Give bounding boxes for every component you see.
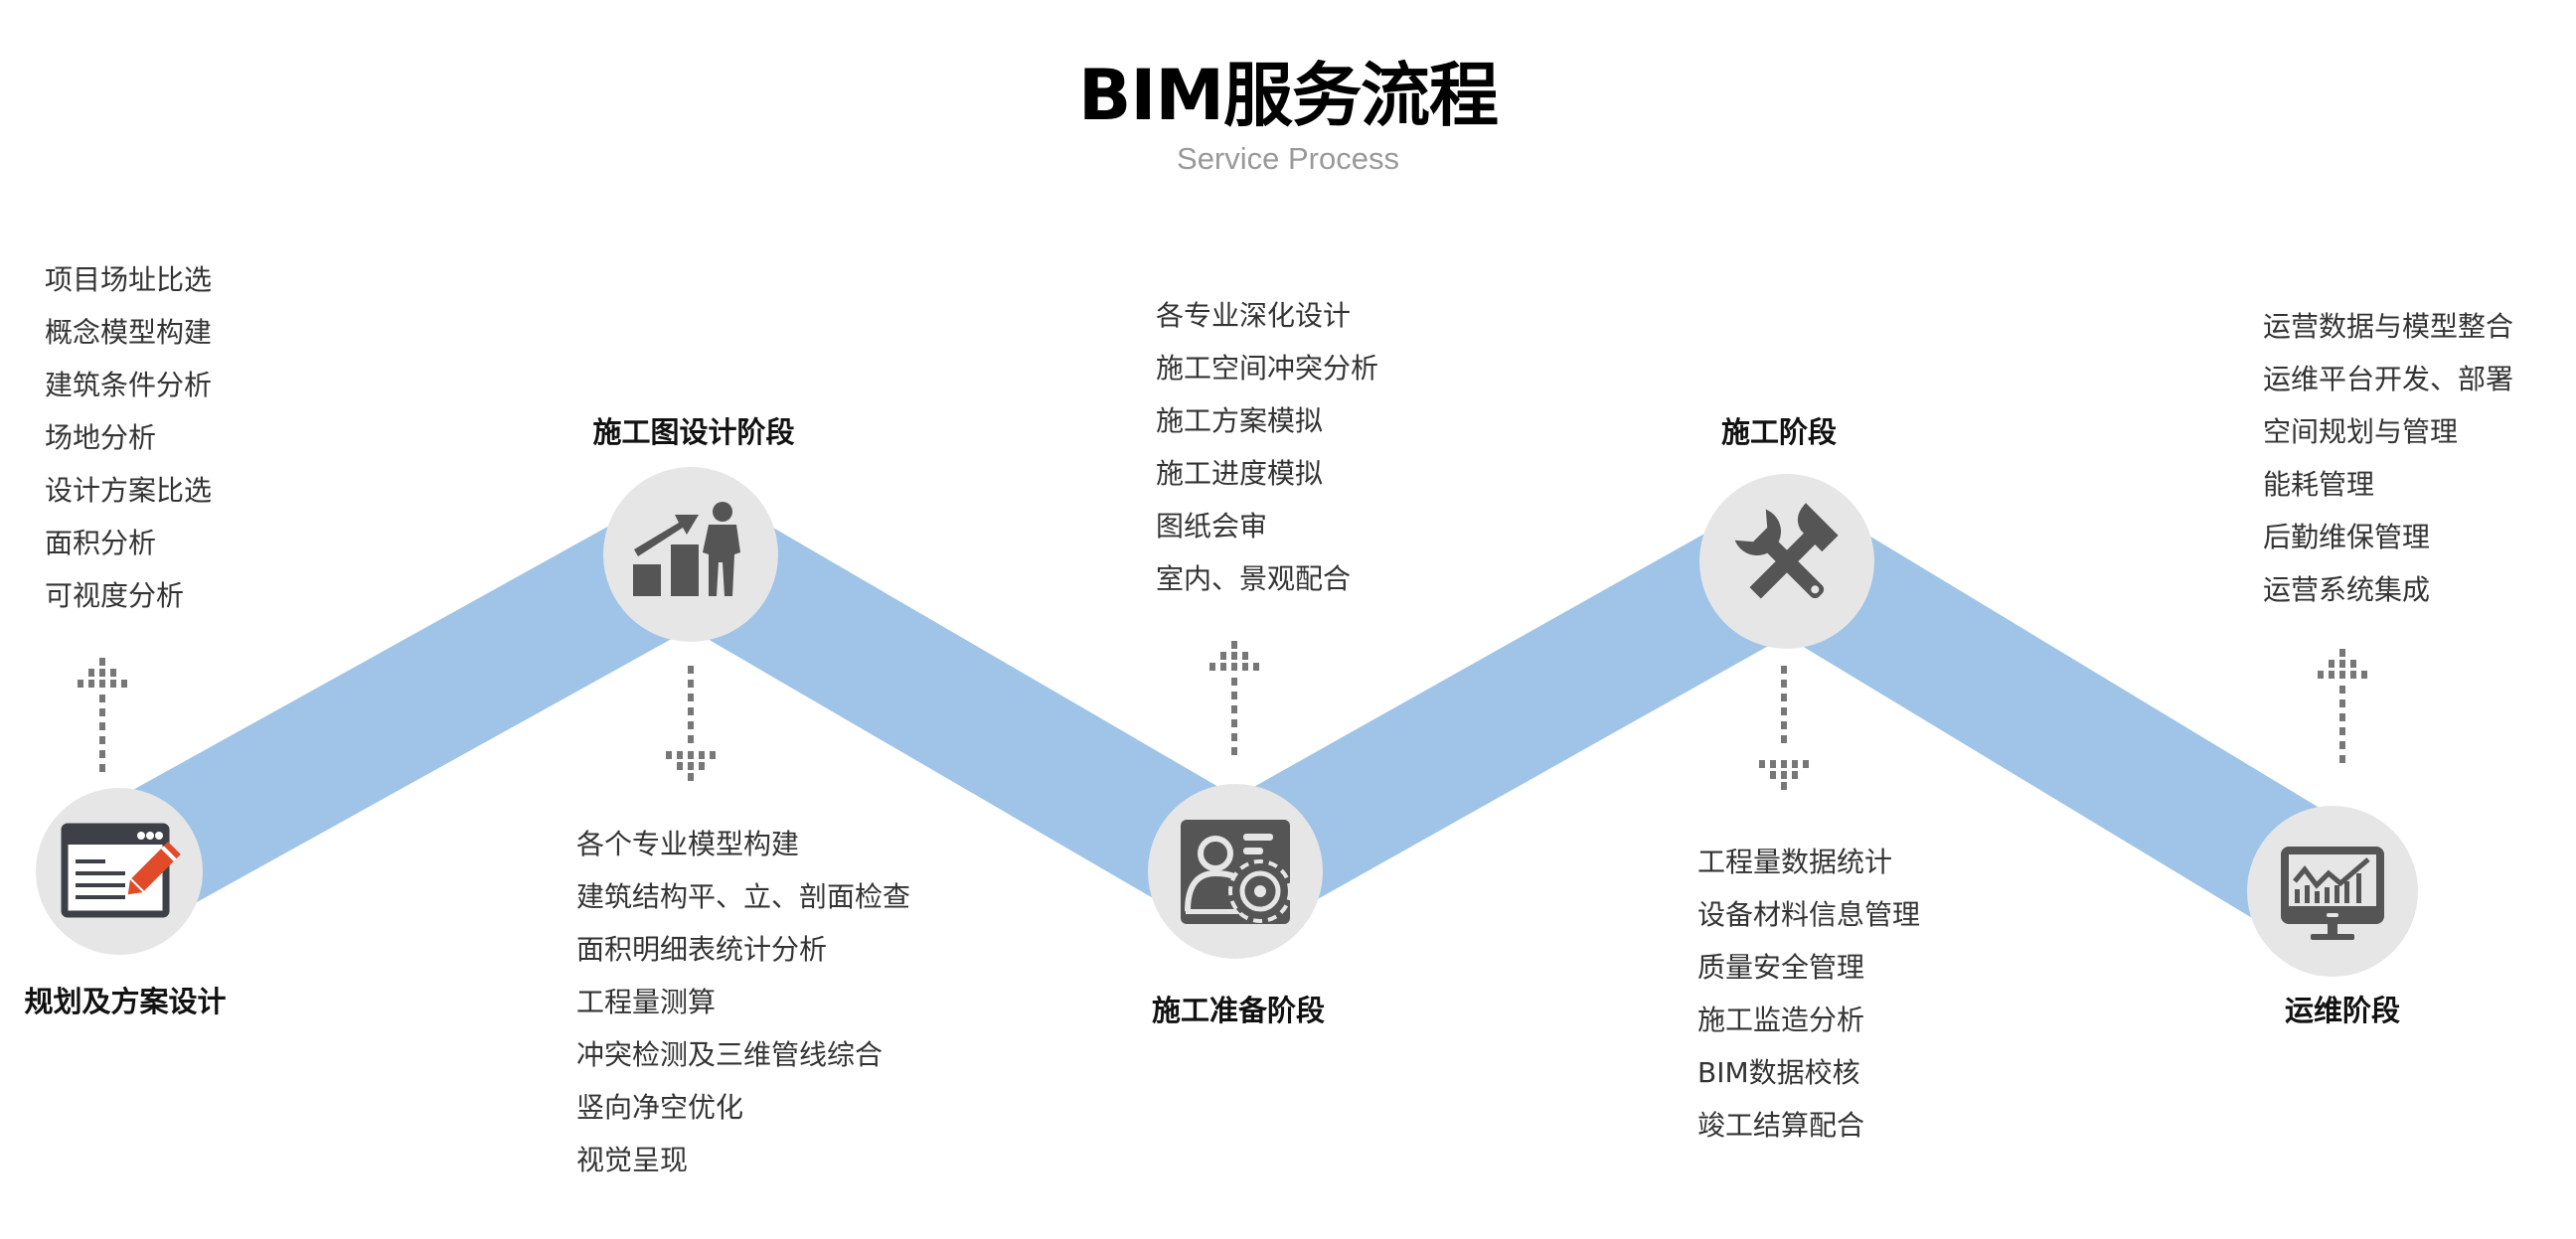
list-item: 设计方案比选	[45, 474, 213, 507]
stage-items-construction-drawing: 各个专业模型构建 建筑结构平、立、剖面检查 面积明细表统计分析 工程量测算 冲突…	[576, 825, 910, 1193]
stage-node-construction	[1699, 474, 1874, 649]
band-segment	[87, 498, 723, 928]
list-item: 后勤维保管理	[2263, 521, 2431, 553]
hammer-wrench-icon	[1734, 503, 1839, 599]
list-item: 施工方案模拟	[1156, 404, 1324, 437]
stage-node-planning	[36, 788, 203, 955]
list-item: 竖向净空优化	[576, 1091, 744, 1124]
list-item: 竣工结算配合	[1697, 1109, 1865, 1142]
list-item: 设备材料信息管理	[1697, 898, 1921, 931]
list-item: 建筑结构平、立、剖面检查	[576, 880, 911, 913]
list-item: 运营系统集成	[2263, 573, 2431, 606]
dotted-arrow-down-icon	[1759, 666, 1809, 790]
stage-label-construction-prep: 施工准备阶段	[1151, 994, 1326, 1027]
list-item: 施工监造分析	[1697, 1004, 1865, 1036]
band-segment	[1753, 506, 2366, 947]
stage-items-construction: 工程量数据统计 设备材料信息管理 质量安全管理 施工监造分析 BIM数据校核 竣…	[1697, 843, 1920, 1159]
list-item: 图纸会审	[1156, 510, 1268, 542]
connector-arrows	[78, 641, 2367, 790]
monitor-chart-icon	[2281, 847, 2384, 940]
stage-label-planning: 规划及方案设计	[24, 985, 227, 1018]
list-item: 能耗管理	[2263, 468, 2375, 501]
page-subtitle: Service Process	[1177, 141, 1399, 176]
list-item: 运维平台开发、部署	[2263, 363, 2514, 395]
dotted-arrow-down-icon	[666, 666, 716, 781]
list-item: 施工进度模拟	[1156, 457, 1324, 490]
user-settings-icon	[1181, 820, 1292, 924]
stage-items-construction-prep: 各专业深化设计 施工空间冲突分析 施工方案模拟 施工进度模拟 图纸会审 室内、景…	[1156, 296, 1378, 612]
list-item: 室内、景观配合	[1156, 562, 1352, 595]
dotted-arrow-up-icon	[78, 658, 127, 772]
list-item: 场地分析	[45, 421, 157, 454]
list-item: 冲突检测及三维管线综合	[576, 1038, 884, 1071]
stage-items-planning: 项目场址比选 概念模型构建 建筑条件分析 场地分析 设计方案比选 面积分析 可视…	[45, 260, 212, 629]
list-item: 质量安全管理	[1697, 951, 1865, 984]
stage-node-construction-prep	[1148, 784, 1323, 959]
list-item: 面积分析	[45, 527, 157, 559]
band-segment	[1204, 505, 1819, 928]
stage-label-construction-drawing: 施工图设计阶段	[592, 415, 795, 449]
stage-node-operation	[2247, 806, 2418, 977]
stage-nodes	[36, 467, 2418, 977]
list-item: 各专业深化设计	[1156, 299, 1352, 332]
list-item: 运营数据与模型整合	[2263, 310, 2514, 343]
list-item: 概念模型构建	[45, 316, 213, 349]
document-edit-icon	[61, 823, 181, 918]
process-band	[87, 498, 2366, 947]
dotted-arrow-up-icon	[2318, 649, 2367, 763]
list-item: BIM数据校核	[1697, 1056, 1860, 1089]
band-segment	[658, 498, 1268, 928]
list-item: 施工空间冲突分析	[1156, 352, 1379, 385]
list-item: 可视度分析	[45, 579, 185, 612]
growth-chart-person-icon	[633, 502, 740, 596]
stage-label-construction: 施工阶段	[1720, 415, 1838, 449]
page-title: BIM服务流程	[1077, 55, 1499, 136]
dotted-arrow-up-icon	[1209, 641, 1259, 755]
stage-label-operation: 运维阶段	[2284, 994, 2401, 1027]
list-item: 建筑条件分析	[45, 369, 213, 401]
list-item: 工程量测算	[576, 986, 717, 1018]
list-item: 项目场址比选	[45, 263, 213, 296]
list-item: 面积明细表统计分析	[576, 933, 828, 966]
stage-node-construction-drawing	[603, 467, 778, 642]
stage-items-operation: 运营数据与模型整合 运维平台开发、部署 空间规划与管理 能耗管理 后勤维保管理 …	[2263, 307, 2513, 623]
list-item: 工程量数据统计	[1697, 846, 1893, 878]
list-item: 视觉呈现	[576, 1144, 689, 1176]
list-item: 各个专业模型构建	[576, 828, 800, 860]
list-item: 空间规划与管理	[2263, 415, 2459, 448]
